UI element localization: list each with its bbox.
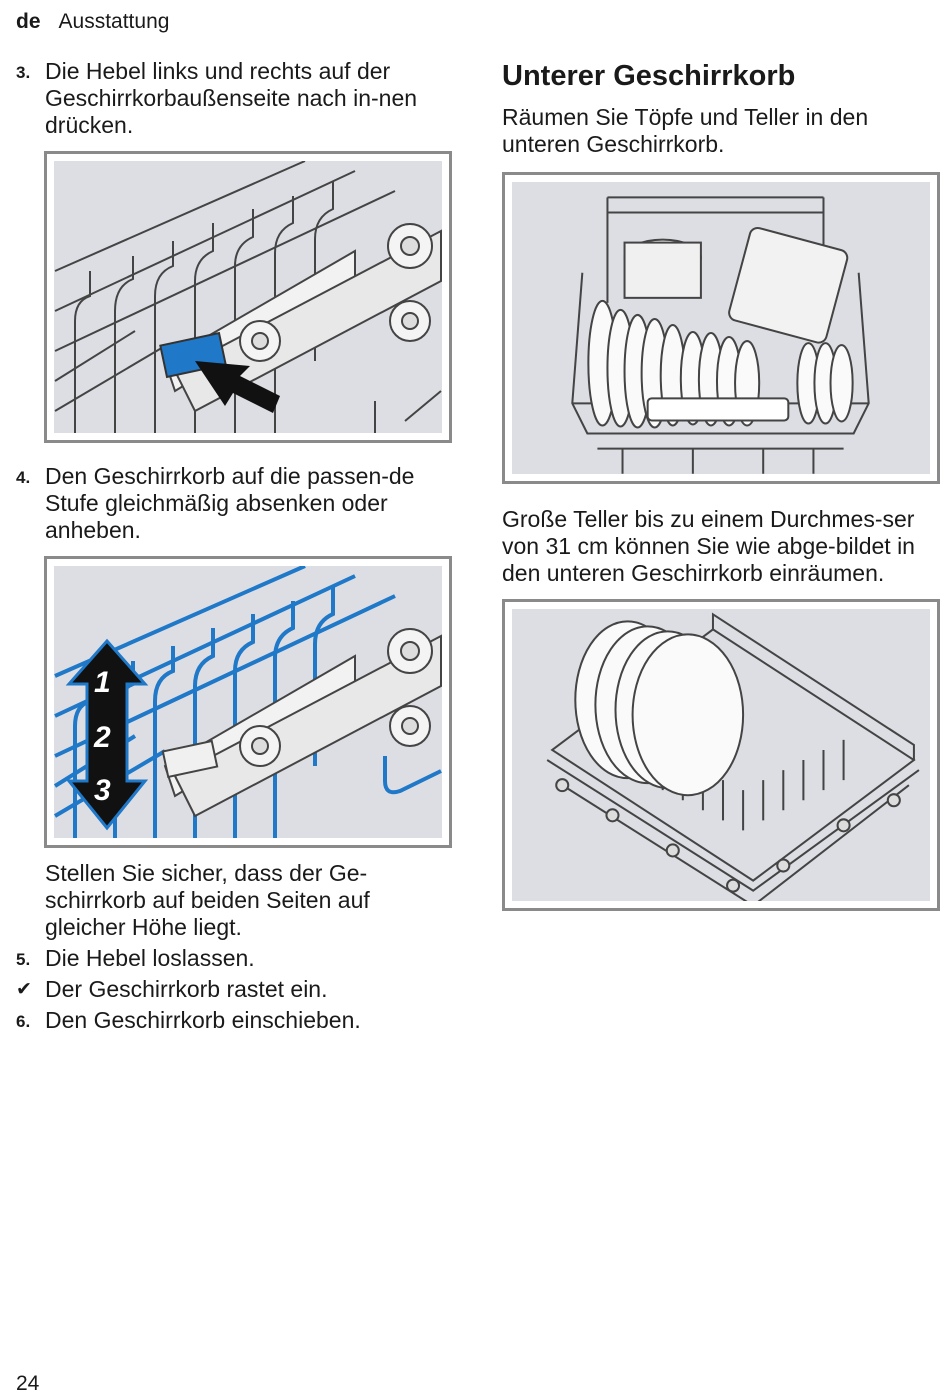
section-heading: Unterer Geschirrkorb — [502, 60, 796, 92]
right-column: Unterer Geschirrkorb Räumen Sie Töpfe un… — [502, 58, 942, 911]
step-number: 6. — [16, 1012, 31, 1031]
figure-press-levers — [44, 151, 452, 443]
step-text: Den Geschirrkorb auf die passen-de Stufe… — [45, 463, 415, 543]
large-plates-text: Große Teller bis zu einem Durchmes-ser v… — [502, 506, 915, 586]
rack-lever-illustration — [54, 161, 442, 433]
height-note: Stellen Sie sicher, dass der Ge-schirrko… — [45, 860, 370, 940]
page-header: de Ausstattung — [16, 8, 169, 36]
step-number: 3. — [16, 63, 31, 82]
step-text: Die Hebel loslassen. — [45, 945, 255, 971]
section-title: Ausstattung — [58, 10, 170, 33]
checkmark-icon: ✔ — [16, 979, 32, 1000]
step-3: 3. Die Hebel links und rechts auf der Ge… — [16, 58, 456, 139]
figure-adjust-height: 1 2 3 — [44, 556, 452, 848]
level-label-3: 3 — [94, 774, 111, 807]
step-number: 5. — [16, 950, 31, 969]
step-number: 4. — [16, 468, 31, 487]
step-4: 4. Den Geschirrkorb auf die passen-de St… — [16, 463, 456, 544]
large-plates-basket-illustration — [546, 612, 920, 901]
language-code: de — [16, 10, 41, 33]
level-label-1: 1 — [94, 666, 111, 699]
rack-height-illustration — [54, 566, 442, 838]
lower-basket-dishes-illustration — [571, 196, 870, 474]
step-result: ✔ Der Geschirrkorb rastet ein. — [16, 976, 456, 1003]
step-text: Die Hebel links und rechts auf der Gesch… — [45, 58, 418, 138]
intro-text: Räumen Sie Töpfe und Teller in den unter… — [502, 104, 869, 157]
result-text: Der Geschirrkorb rastet ein. — [45, 976, 328, 1002]
figure-lower-basket-loaded — [502, 172, 940, 484]
step-text: Den Geschirrkorb einschieben. — [45, 1007, 361, 1033]
left-column: 3. Die Hebel links und rechts auf der Ge… — [16, 58, 456, 1034]
figure-large-plates — [502, 599, 940, 911]
step-5: 5. Die Hebel loslassen. — [16, 945, 456, 972]
level-label-2: 2 — [94, 721, 111, 754]
step-6: 6. Den Geschirrkorb einschieben. — [16, 1007, 456, 1034]
page-number: 24 — [16, 1372, 40, 1395]
